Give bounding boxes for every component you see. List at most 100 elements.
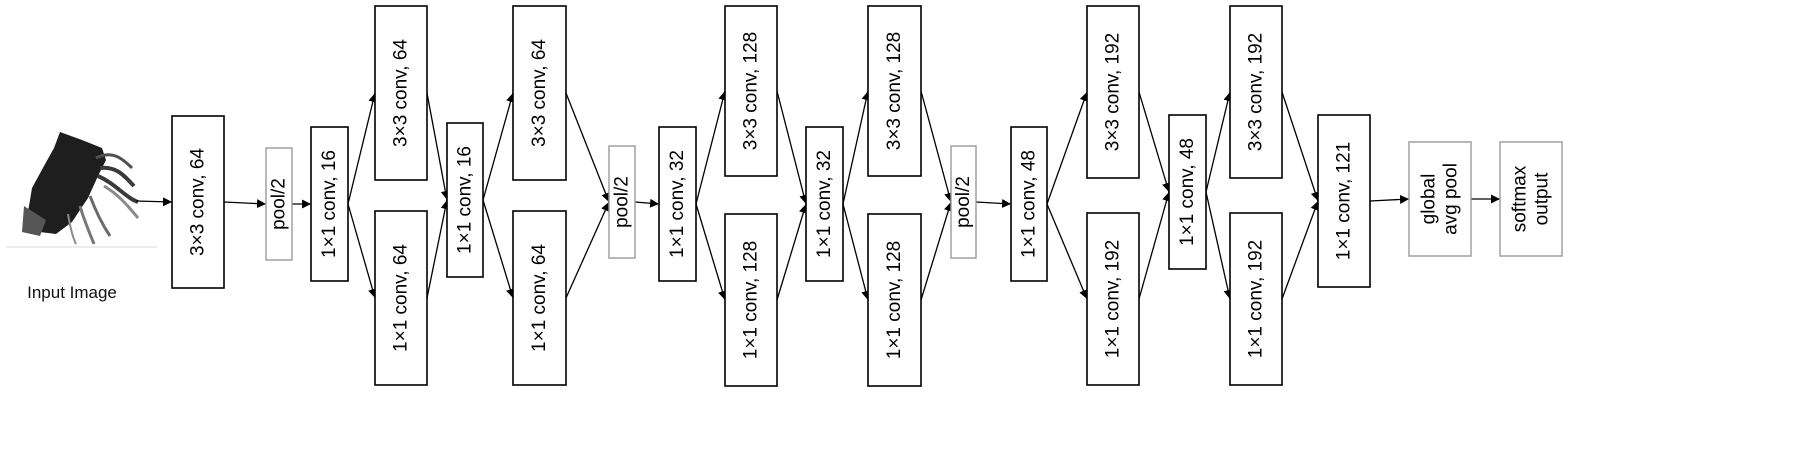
edge-conv1x1-48-a-to-conv3x3-192-a	[1046, 91, 1089, 205]
layers: 3×3 conv, 64 pool/2 1×1 conv, 16 3×3 conv, …	[171, 5, 1563, 387]
layer-label: 1×1 conv, 32	[814, 150, 835, 258]
edge-conv1x1-192-a-to-conv1x1-48-b	[1138, 191, 1171, 300]
edge-conv1x1-16-a-to-conv3x3-64-b	[347, 92, 378, 205]
layer-box	[724, 213, 778, 387]
edge-conv1x1-192-b-to-conv1x1-121	[1281, 200, 1320, 300]
edge-conv3x3-64-c-to-pool-2	[565, 92, 610, 203]
layer-box	[374, 210, 428, 386]
layer-label: output	[1532, 172, 1553, 226]
layer-label: pool/2	[269, 178, 290, 230]
edge-conv1x1-32-a-to-conv1x1-128-a	[695, 203, 727, 301]
layer-box	[1010, 126, 1048, 282]
layer-pool-3: pool/2	[950, 145, 977, 259]
layer-box	[608, 145, 636, 259]
edge-conv1x1-16-a-to-conv1x1-64-a	[347, 203, 377, 299]
edge-conv3x3-128-b-to-pool-3	[920, 90, 953, 203]
layer-box	[950, 145, 977, 259]
layer-conv1x1-32-b: 1×1 conv, 32	[805, 126, 844, 282]
layer-label: global	[1419, 174, 1440, 225]
layer-conv3x3-64-a: 3×3 conv, 64	[171, 115, 225, 289]
layer-box	[1229, 5, 1283, 179]
layer-label: 1×1 conv, 192	[1246, 240, 1267, 359]
layer-box	[171, 115, 225, 289]
edge-conv1x1-32-a-to-conv3x3-128-a	[695, 90, 728, 205]
layer-conv1x1-16-b: 1×1 conv, 16	[446, 122, 484, 278]
layer-conv3x3-64-b: 3×3 conv, 64	[374, 5, 428, 181]
layer-box	[1086, 5, 1140, 179]
edge-pool-3-to-conv1x1-48-a	[975, 198, 1012, 208]
layer-conv1x1-128-a: 1×1 conv, 128	[724, 213, 778, 387]
layer-label: 1×1 conv, 16	[455, 146, 476, 254]
layer-box	[1168, 114, 1207, 270]
layer-box	[1086, 212, 1140, 386]
layer-conv1x1-128-b: 1×1 conv, 128	[867, 213, 922, 387]
layer-conv1x1-16-a: 1×1 conv, 16	[310, 126, 349, 282]
layer-conv1x1-64-a: 1×1 conv, 64	[374, 210, 428, 386]
layer-conv3x3-128-a: 3×3 conv, 128	[724, 5, 778, 177]
layer-conv1x1-64-b: 1×1 conv, 64	[512, 210, 567, 386]
layer-conv1x1-48-b: 1×1 conv, 48	[1168, 114, 1207, 270]
layer-conv3x3-64-c: 3×3 conv, 64	[512, 5, 567, 181]
layer-label: 3×3 conv, 64	[529, 39, 550, 147]
edge-pool-2-to-conv1x1-32-a	[634, 198, 660, 208]
layer-label: pool/2	[953, 176, 974, 228]
layer-label: 1×1 conv, 128	[884, 241, 905, 360]
layer-label: 1×1 conv, 64	[391, 244, 412, 352]
edge-conv1x1-48-a-to-conv1x1-192-a	[1046, 203, 1088, 300]
layer-label: 3×3 conv, 64	[188, 148, 209, 256]
edge-conv3x3-64-a-to-pool-1	[223, 199, 267, 209]
layer-box	[658, 126, 697, 282]
layer-label: 3×3 conv, 64	[391, 39, 412, 147]
edge-conv3x3-192-b-to-conv1x1-121	[1281, 91, 1320, 202]
edge-conv3x3-128-a-to-conv1x1-32-b	[776, 90, 809, 205]
layer-label: 3×3 conv, 128	[884, 32, 905, 151]
layer-box	[265, 147, 293, 261]
layer-label: 3×3 conv, 128	[741, 32, 762, 151]
edge-conv1x1-48-b-to-conv1x1-192-b	[1205, 191, 1233, 300]
layer-conv1x1-48-a: 1×1 conv, 48	[1010, 126, 1048, 282]
layer-conv3x3-192-b: 3×3 conv, 192	[1229, 5, 1283, 179]
layer-label: 1×1 conv, 48	[1019, 150, 1040, 258]
edge-conv1x1-128-b-to-pool-3	[920, 201, 953, 301]
layer-box	[1408, 141, 1472, 257]
layer-box	[1229, 212, 1283, 386]
layer-box	[867, 213, 922, 387]
layer-box	[512, 210, 567, 386]
layer-label: 1×1 conv, 48	[1177, 138, 1198, 246]
layer-box	[724, 5, 778, 177]
layer-label: softmax	[1510, 165, 1531, 232]
edge-conv1x1-32-b-to-conv1x1-128-b	[842, 203, 871, 301]
edges	[135, 90, 1500, 301]
edge-conv1x1-48-b-to-conv3x3-192-b	[1205, 91, 1233, 193]
layer-label: 1×1 conv, 121	[1334, 142, 1355, 261]
edge-conv3x3-192-a-to-conv1x1-48-b	[1138, 91, 1171, 193]
layer-box	[512, 5, 567, 181]
layer-box	[310, 126, 349, 282]
layer-conv1x1-192-b: 1×1 conv, 192	[1229, 212, 1283, 386]
layer-label: avg pool	[1441, 163, 1462, 235]
layer-box	[374, 5, 428, 181]
mosquito-silhouette-icon	[22, 132, 140, 245]
edge-conv1x1-64-b-to-pool-2	[565, 201, 610, 299]
layer-conv3x3-192-a: 3×3 conv, 192	[1086, 5, 1140, 179]
layer-pool-1: pool/2	[265, 147, 293, 261]
layer-conv3x3-128-b: 3×3 conv, 128	[867, 5, 922, 177]
edge-conv3x3-64-b-to-conv1x1-16-b	[426, 92, 450, 201]
input-image-caption: Input Image	[27, 283, 117, 302]
layer-label: 1×1 conv, 192	[1103, 240, 1124, 359]
edge-conv1x1-121-to-global-avg-pool	[1369, 194, 1410, 204]
edge-conv1x1-32-b-to-conv3x3-128-b	[842, 90, 871, 205]
layer-conv1x1-32-a: 1×1 conv, 32	[658, 126, 697, 282]
edge-conv1x1-64-a-to-conv1x1-16-b	[426, 199, 450, 299]
layer-box	[1499, 141, 1563, 257]
layer-label: 3×3 conv, 192	[1246, 33, 1267, 152]
layer-label: 1×1 conv, 128	[741, 241, 762, 360]
layer-pool-2: pool/2	[608, 145, 636, 259]
layer-box	[1317, 114, 1371, 288]
layer-conv1x1-192-a: 1×1 conv, 192	[1086, 212, 1140, 386]
layer-label: pool/2	[612, 176, 633, 228]
edge-input-to-conv3x3-64-a	[135, 197, 173, 207]
